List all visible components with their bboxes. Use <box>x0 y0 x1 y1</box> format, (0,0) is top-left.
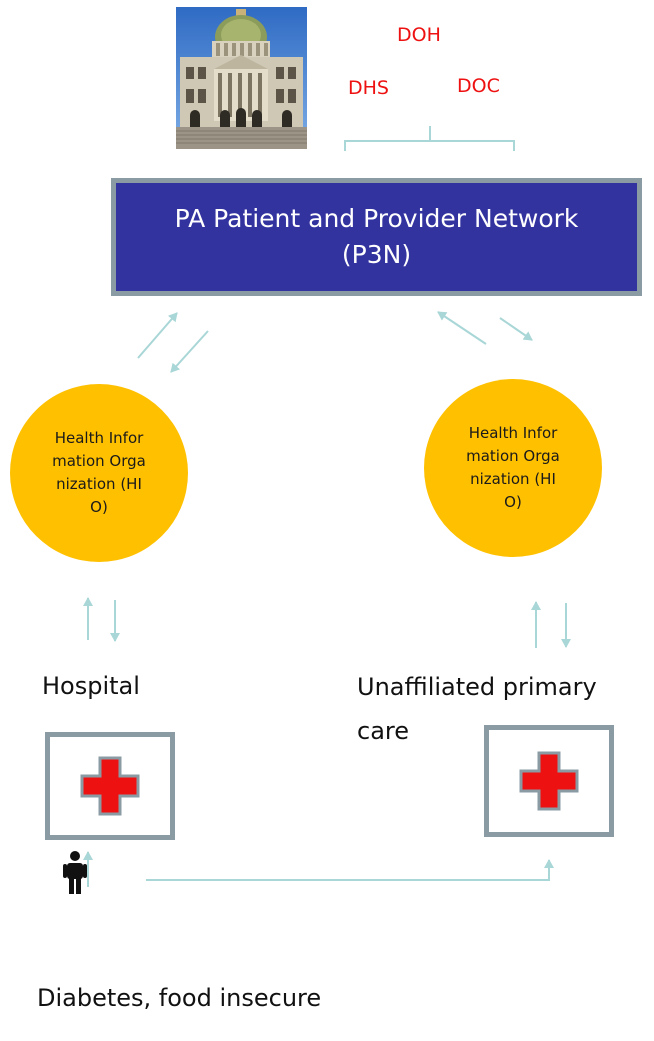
network-title: PA Patient and Provider Network <box>174 204 579 233</box>
hio-right-circle: Health Information Organization (HIO) <box>424 379 602 557</box>
p3n-network-box: PA Patient and Provider Network (P3N) <box>111 178 642 296</box>
hospital-cross-icon <box>80 756 140 816</box>
arrow-hio-right-to-network <box>437 311 487 345</box>
hio-left-circle: Health Information Organization (HIO) <box>10 384 188 562</box>
capitol-building-image <box>176 7 307 149</box>
arrow-hio-left-to-network <box>137 312 178 359</box>
arrow-network-to-hio-left <box>170 330 209 373</box>
arrow-network-to-hio-right <box>499 317 533 341</box>
person-icon <box>63 851 87 894</box>
primary-care-cross-icon <box>519 751 579 811</box>
primary-care-label: Unaffiliated primary care <box>357 673 597 745</box>
hospital-label: Hospital <box>42 672 140 700</box>
agency-label-doh: DOH <box>397 24 441 46</box>
agency-label-dhs: DHS <box>348 77 389 99</box>
patient-label: Diabetes, food insecure <box>37 984 322 1012</box>
hio-right-label: Health Information Organization (HIO) <box>466 424 560 511</box>
network-acronym: (P3N) <box>341 240 412 269</box>
agency-label-doc: DOC <box>457 75 500 97</box>
arrow-patient-to-primary-care <box>146 859 554 881</box>
agency-bracket <box>344 126 515 151</box>
primary-care-icon <box>484 725 614 837</box>
hio-left-label: Health Information Organization (HIO) <box>52 429 146 516</box>
hospital-icon <box>45 732 175 840</box>
